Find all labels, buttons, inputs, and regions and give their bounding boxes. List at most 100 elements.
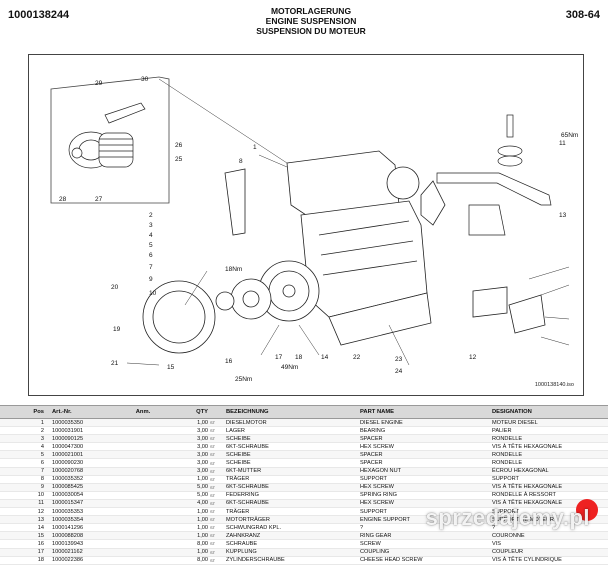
cell-part: RING GEAR <box>360 532 392 539</box>
cell-qty: 8,00 <box>197 557 208 564</box>
cell-art: 1000035353 <box>52 508 84 515</box>
cell-unit: ST <box>210 492 216 498</box>
cell-unit: ST <box>210 509 216 515</box>
callout-18: 18 <box>295 354 303 361</box>
cell-unit: ST <box>210 557 216 563</box>
watermark: sprzedajemy.pl <box>426 505 590 531</box>
cell-bez: 6KT-MUTTER <box>226 468 262 475</box>
cell-art: 1000085425 <box>52 484 84 491</box>
cell-des: SUPPORT <box>492 476 519 483</box>
cell-pos: 2 <box>40 427 44 434</box>
cell-des: SUPPORT DE MOTEUR <box>492 516 554 523</box>
cell-bez: SCHEIBE <box>226 435 251 442</box>
cell-art: 1000035354 <box>52 516 84 523</box>
cell-part: HEX SCREW <box>360 500 394 507</box>
cell-qty: 5,00 <box>197 484 208 491</box>
right-bracket-drawing <box>436 114 552 236</box>
cell-part: ? <box>360 524 364 531</box>
cell-des: VIS À TÊTE CYLINDRIQUE <box>492 557 562 564</box>
callout-28: 28 <box>59 196 67 203</box>
cell-des: COURONNE <box>492 532 525 539</box>
cell-qty: 1,00 <box>197 419 208 426</box>
callout-15: 15 <box>167 364 175 371</box>
cell-pos: 3 <box>40 435 44 442</box>
cell-bez: FEDERRING <box>226 492 259 499</box>
cell-des: VIS À TÊTE HEXAGONALE <box>492 443 563 450</box>
cell-unit: ST <box>210 517 216 523</box>
exploded-diagram: 29 30 26 25 27 28 8 1 2 3 4 5 6 7 9 10 2… <box>28 54 584 396</box>
table-header: Pos Art.-Nr. Anm. QTY BEZEICHNUNG PART N… <box>0 405 608 419</box>
cell-part: ENGINE SUPPORT <box>360 516 410 523</box>
engine-block-drawing <box>142 150 546 354</box>
cell-qty: 3,00 <box>197 435 208 442</box>
cell-art: 1000139943 <box>52 540 84 547</box>
callout-29: 29 <box>95 80 103 87</box>
cell-part: SPACER <box>360 435 383 442</box>
callout-16: 16 <box>225 358 233 365</box>
cell-bez: ZYLINDERSCHRAUBE <box>226 557 285 564</box>
torque-65nm: 65Nm <box>561 132 578 139</box>
title-german: MOTORLAGERUNG <box>270 6 352 16</box>
cell-bez: 6KT-SCHRAUBE <box>226 500 269 507</box>
cell-bez: DIESELMOTOR <box>226 419 267 426</box>
cell-art: 1000141296 <box>52 524 84 531</box>
cell-unit: ST <box>210 541 216 547</box>
title-french: SUSPENSION DU MOTEUR <box>256 26 366 36</box>
cell-art: 1000015347 <box>52 500 84 507</box>
cell-des: VIS À TÊTE HEXAGONALE <box>492 500 563 507</box>
cell-bez: LAGER <box>226 427 245 434</box>
callout-9: 9 <box>149 276 153 283</box>
cell-pos: 8 <box>40 476 44 483</box>
page-number: 308-64 <box>565 9 600 21</box>
callout-13: 13 <box>559 212 567 219</box>
cell-unit: ST <box>210 444 216 450</box>
cell-bez: SCHEIBE <box>226 460 251 467</box>
cell-pos: 11 <box>38 500 44 507</box>
cell-pos: 4 <box>40 443 44 450</box>
cell-qty: 4,00 <box>197 500 208 507</box>
alternator-drawing <box>68 102 146 169</box>
callout-24: 24 <box>395 368 403 375</box>
cell-qty: 3,00 <box>197 460 208 467</box>
cell-art: 1000030054 <box>52 492 84 499</box>
cell-bez: KUPPLUNG <box>226 549 257 556</box>
cell-part: SPACER <box>360 451 383 458</box>
callout-6: 6 <box>149 252 153 259</box>
page-title: MOTORLAGERUNG ENGINE SUSPENSION SUSPENSI… <box>0 6 608 36</box>
cell-pos: 16 <box>37 540 44 547</box>
callout-25: 25 <box>175 156 183 163</box>
cell-art: 1000021162 <box>52 549 83 556</box>
cell-qty: 3,00 <box>197 468 208 475</box>
watermark-suffix: .pl <box>562 505 590 530</box>
title-english: ENGINE SUSPENSION <box>265 16 357 26</box>
cell-des: COUPLEUR <box>492 549 524 556</box>
cell-bez: MOTORTRÄGER <box>226 516 270 523</box>
cell-bez: TRÄGER <box>226 508 250 515</box>
cell-unit: ST <box>210 533 216 539</box>
callout-3: 3 <box>149 222 153 229</box>
cell-part: SPACER <box>360 460 383 467</box>
cell-art: 1000047300 <box>52 443 84 450</box>
callout-2: 2 <box>149 212 153 219</box>
cell-part: HEX SCREW <box>360 484 394 491</box>
cell-pos: 13 <box>37 516 44 523</box>
parts-table: Pos Art.-Nr. Anm. QTY BEZEICHNUNG PART N… <box>0 405 608 565</box>
cell-des: ? <box>492 524 496 531</box>
callout-12: 12 <box>469 354 477 361</box>
watermark-text: sprzedajemy <box>425 505 563 530</box>
engine-drawing: 29 30 26 25 27 28 8 1 2 3 4 5 6 7 9 10 2… <box>50 76 578 383</box>
cell-part: SPRING RING <box>360 492 397 499</box>
cell-qty: 5,00 <box>197 492 208 499</box>
cell-bez: SCHRAUBE <box>226 540 258 547</box>
cell-art: 1000021001 <box>52 451 84 458</box>
